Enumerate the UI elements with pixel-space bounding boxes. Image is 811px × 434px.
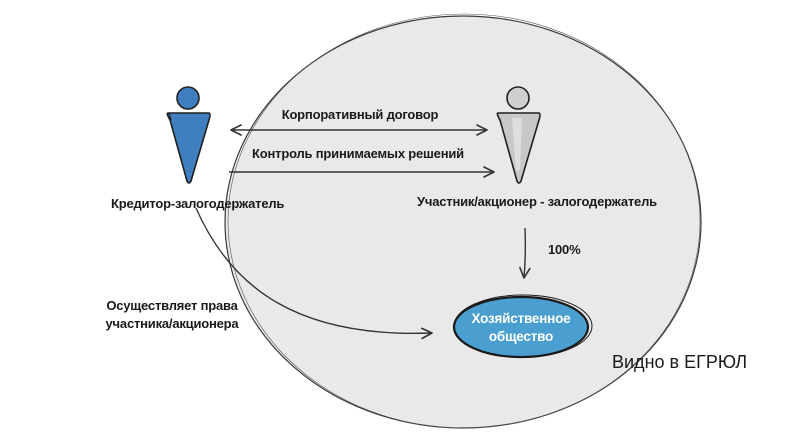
ownership-arrow [519, 227, 531, 279]
exercise-rights-label: Осуществляет права участника/акционера [105, 298, 239, 331]
rights-arrow [195, 207, 433, 340]
registry-note: Видно в ЕГРЮЛ [612, 352, 748, 372]
company-node [452, 294, 593, 359]
participant-figure-icon [496, 86, 541, 184]
share-percent-label: 100% [548, 242, 581, 257]
corporate-agreement-label: Корпоративный договор [281, 107, 439, 122]
company-label: Хозяйственное общество [471, 311, 571, 344]
creditor-figure-icon [166, 86, 211, 184]
participant-label: Участник/акционер - залогодержатель [417, 194, 657, 209]
decision-control-label: Контроль принимаемых решений [252, 146, 464, 161]
creditor-label: Кредитор-залогодержатель [111, 196, 285, 211]
registry-circle-sketch [227, 13, 701, 429]
